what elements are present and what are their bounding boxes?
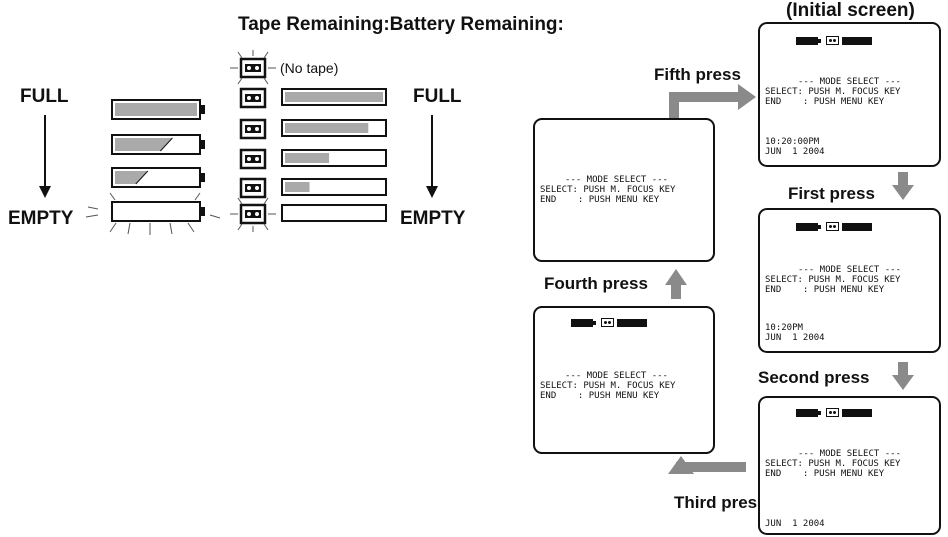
first-press-label: First press bbox=[788, 184, 875, 203]
tape-bar-4 bbox=[281, 204, 387, 222]
tape-bar-icon bbox=[617, 319, 647, 327]
third-press-label: Third press bbox=[674, 493, 767, 512]
tape-bar-2 bbox=[281, 149, 387, 167]
battery-icon bbox=[796, 223, 821, 231]
time-line: 10:20:00PM bbox=[765, 137, 820, 147]
fourth-press-arrow bbox=[665, 269, 687, 299]
battery-level-3 bbox=[111, 201, 205, 222]
tape-icon bbox=[601, 318, 614, 327]
first-press-screen: --- MODE SELECT --- SELECT: PUSH M. FOCU… bbox=[758, 208, 941, 353]
mode-select-title: --- MODE SELECT --- bbox=[798, 449, 901, 459]
end-line: END : PUSH MENU KEY bbox=[540, 391, 660, 401]
flow-arrows bbox=[665, 84, 914, 474]
left-down-arrow bbox=[39, 115, 51, 198]
mode-select-title: --- MODE SELECT --- bbox=[798, 265, 901, 275]
tape-icon-4 bbox=[239, 177, 267, 199]
select-line: SELECT: PUSH M. FOCUS KEY bbox=[765, 275, 901, 285]
remaining-indicator-diagram bbox=[39, 50, 438, 235]
tape-icon bbox=[826, 222, 839, 231]
tape-bar-3 bbox=[281, 178, 387, 196]
mode-select-title: --- MODE SELECT --- bbox=[565, 371, 668, 381]
time-line: 10:20PM bbox=[765, 323, 803, 333]
tape-icon-1 bbox=[239, 87, 267, 109]
date-line: JUN 1 2004 bbox=[765, 333, 825, 343]
initial-screen-label: (Initial screen) bbox=[786, 0, 915, 21]
no-tape-label: (No tape) bbox=[280, 60, 339, 76]
battery-level-2 bbox=[111, 167, 205, 188]
second-press-arrow bbox=[892, 362, 914, 390]
tape-icon bbox=[826, 408, 839, 417]
select-line: SELECT: PUSH M. FOCUS KEY bbox=[540, 381, 676, 391]
tape-icon-3 bbox=[239, 148, 267, 170]
tape-bar-icon bbox=[842, 37, 872, 45]
empty-left-label: EMPTY bbox=[8, 208, 74, 229]
battery-icon bbox=[571, 319, 596, 327]
right-down-arrow bbox=[426, 115, 438, 198]
second-press-label: Second press bbox=[758, 368, 870, 387]
date-line: JUN 1 2004 bbox=[765, 519, 825, 529]
full-left-label: FULL bbox=[20, 86, 69, 107]
select-line: SELECT: PUSH M. FOCUS KEY bbox=[765, 459, 901, 469]
battery-level-1 bbox=[111, 134, 205, 155]
tape-battery-header: Tape Remaining:Battery Remaining: bbox=[238, 14, 564, 35]
tape-flash-top bbox=[230, 50, 276, 85]
tape-icon-2 bbox=[239, 118, 267, 140]
tape-flash-bottom bbox=[230, 197, 276, 232]
end-line: END : PUSH MENU KEY bbox=[765, 285, 885, 295]
initial-screen: --- MODE SELECT --- SELECT: PUSH M. FOCU… bbox=[758, 22, 941, 167]
end-line: END : PUSH MENU KEY bbox=[540, 195, 660, 205]
tape-icon-5 bbox=[239, 203, 267, 225]
second-press-screen: --- MODE SELECT --- SELECT: PUSH M. FOCU… bbox=[758, 396, 941, 535]
battery-level-0 bbox=[111, 99, 205, 120]
full-right-label: FULL bbox=[413, 86, 462, 107]
end-line: END : PUSH MENU KEY bbox=[765, 97, 885, 107]
tape-icon-0 bbox=[239, 57, 267, 79]
tape-icon bbox=[826, 36, 839, 45]
tape-bar-icon bbox=[842, 409, 872, 417]
fourth-press-label: Fourth press bbox=[544, 274, 648, 293]
first-press-arrow bbox=[892, 172, 914, 200]
mode-select-title: --- MODE SELECT --- bbox=[798, 77, 901, 87]
date-line: JUN 1 2004 bbox=[765, 147, 825, 157]
select-line: SELECT: PUSH M. FOCUS KEY bbox=[765, 87, 901, 97]
battery-icon bbox=[796, 37, 821, 45]
fifth-press-arrow bbox=[669, 84, 756, 120]
mode-select-title: --- MODE SELECT --- bbox=[565, 175, 668, 185]
end-line: END : PUSH MENU KEY bbox=[765, 469, 885, 479]
select-line: SELECT: PUSH M. FOCUS KEY bbox=[540, 185, 676, 195]
fifth-press-label: Fifth press bbox=[654, 65, 741, 84]
empty-right-label: EMPTY bbox=[400, 208, 466, 229]
tape-bar-icon bbox=[842, 223, 872, 231]
tape-bar-1 bbox=[281, 119, 387, 137]
third-press-arrow bbox=[668, 456, 746, 474]
tape-bar-0 bbox=[281, 88, 387, 106]
fourth-press-screen: --- MODE SELECT --- SELECT: PUSH M. FOCU… bbox=[533, 118, 715, 262]
empty-battery-flash bbox=[85, 192, 221, 235]
third-press-screen: --- MODE SELECT --- SELECT: PUSH M. FOCU… bbox=[533, 306, 715, 454]
battery-icon bbox=[796, 409, 821, 417]
